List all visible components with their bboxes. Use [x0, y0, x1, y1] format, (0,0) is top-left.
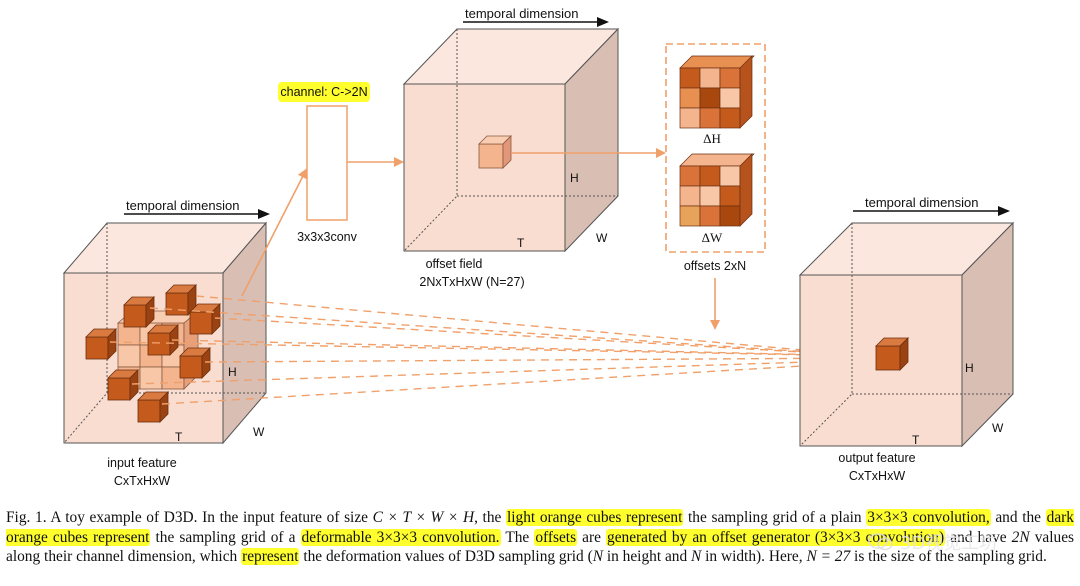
dark-cube-7 [107, 369, 139, 401]
math-2n: 2N [1011, 528, 1030, 546]
output-feature-shape: CxTxHxW [849, 469, 905, 483]
delta-w-cube [679, 153, 755, 227]
output-feature-label: output feature [838, 451, 915, 465]
offset-field-shape: 2NxTxHxW (N=27) [419, 275, 524, 289]
temporal-label-right: temporal dimension [865, 195, 978, 210]
offsets-label: offsets 2xN [684, 259, 746, 273]
axis-label-w-input: W [253, 425, 265, 439]
axis-label-h-output: H [965, 361, 974, 375]
highlight-offset-generator: generated by an offset generator (3×3×3 … [606, 528, 946, 546]
temporal-label-left: temporal dimension [126, 198, 239, 213]
delta-h-label: ΔH [703, 131, 721, 146]
highlight-deformable-conv: deformable 3×3×3 convolution. [300, 528, 501, 546]
delta-h-cube [679, 55, 755, 129]
math-n-27: N = 27 [806, 548, 851, 566]
highlight-represent: represent [241, 548, 300, 566]
conv-block: channel: C->2N 3x3x3conv [278, 82, 370, 244]
input-feature-label: input feature [107, 456, 177, 470]
axis-label-h-input: H [228, 365, 237, 379]
conv-label: 3x3x3conv [297, 230, 358, 244]
offset-field-label: offset field [426, 257, 483, 271]
math-n-height: N [592, 548, 603, 566]
output-feature-cube [798, 221, 1015, 448]
temporal-axis-left: temporal dimension [124, 198, 270, 219]
input-dark-cubes [85, 284, 221, 423]
axis-label-h-offset: H [570, 171, 579, 185]
axis-label-t-input: T [175, 430, 183, 444]
axis-label-w-offset: W [596, 231, 608, 245]
axis-label-t-offset: T [517, 236, 525, 250]
dark-cube-4 [85, 328, 117, 360]
dark-cube-2 [123, 296, 155, 328]
dark-cube-3 [189, 303, 221, 335]
d3d-diagram: temporal dimension T H W input feature C… [62, 6, 1015, 488]
temporal-label-mid: temporal dimension [465, 6, 578, 21]
axis-label-w-output: W [992, 421, 1004, 435]
temporal-axis-right: temporal dimension [853, 195, 1010, 216]
math-size: C × T × W × H [372, 509, 475, 526]
output-sample-cube [875, 337, 909, 371]
highlight-offsets: offsets [534, 528, 578, 546]
offsets-panel: ΔH ΔW [665, 43, 766, 253]
channel-tag: channel: C->2N [280, 85, 367, 99]
dark-cube-6 [179, 347, 211, 379]
temporal-axis-mid: temporal dimension [463, 6, 609, 27]
sampling-rays [109, 295, 871, 405]
delta-w-label: ΔW [702, 230, 723, 245]
dark-cube-8 [137, 391, 169, 423]
input-feature-shape: CxTxHxW [114, 474, 170, 488]
math-n-width: N [691, 548, 702, 566]
offset-sample-cube [478, 135, 512, 169]
axis-label-t-output: T [912, 433, 920, 447]
highlight-plain-conv: 3×3×3 convolution, [866, 509, 991, 526]
offset-field-cube [402, 27, 620, 253]
figure-caption: Fig. 1. A toy example of D3D. In the inp… [6, 509, 1075, 566]
arrow-input-to-conv [241, 168, 307, 297]
highlight-light-cubes: light orange cubes represent [505, 509, 684, 526]
